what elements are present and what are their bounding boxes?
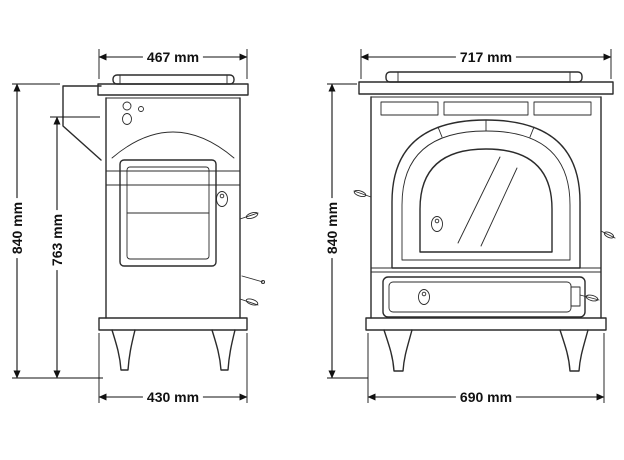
frieze-panel	[380, 101, 439, 116]
extension-lines-front-base	[367, 333, 605, 403]
front-right-leg	[559, 329, 589, 372]
front-plinth	[365, 317, 607, 331]
side-rear-leg	[111, 329, 136, 371]
dim-label-side-base-width: 430 mm	[142, 388, 204, 406]
side-plinth	[98, 317, 248, 331]
door-glass	[419, 148, 553, 253]
dim-label-front-top-width: 717 mm	[455, 48, 517, 66]
side-body	[105, 97, 241, 319]
left-spring-handle	[353, 190, 372, 198]
dim-label-front-overall-height: 840 mm	[323, 197, 341, 259]
side-view-drawing	[62, 74, 266, 371]
right-latch-handle	[600, 230, 616, 239]
air-control-knob	[122, 101, 132, 111]
ash-pan-drawer	[382, 276, 586, 318]
side-loading-door	[119, 159, 217, 267]
front-view-drawing	[353, 71, 616, 372]
maker-emblem	[122, 113, 132, 125]
glass-emblem	[431, 216, 443, 232]
glass-reflection-lines	[457, 156, 518, 247]
side-front-leg	[211, 329, 236, 371]
door-emblem	[216, 191, 228, 207]
damper-rod	[241, 275, 264, 283]
side-arch-detail	[111, 131, 235, 159]
dim-label-side-top-width: 467 mm	[142, 48, 204, 66]
dim-label-side-overall-height: 840 mm	[8, 197, 26, 259]
front-left-leg	[383, 329, 413, 372]
side-top-plate	[97, 83, 249, 96]
ash-pan-latch	[570, 286, 581, 307]
dim-label-front-base-width: 690 mm	[455, 388, 517, 406]
extension-lines-side-base	[98, 333, 248, 403]
frieze-panel	[533, 101, 592, 116]
side-top-griddle	[112, 74, 235, 85]
front-top-plate	[358, 81, 614, 95]
side-rear-heat-shield	[62, 85, 102, 161]
ash-pan-emblem	[418, 289, 430, 305]
frieze-panel	[443, 101, 529, 116]
dim-label-side-inner-height: 763 mm	[48, 209, 66, 271]
door-spring-handle	[239, 212, 259, 220]
front-top-griddle	[385, 71, 583, 83]
ash-door-spring-handle	[239, 298, 259, 306]
front-body	[370, 96, 602, 319]
